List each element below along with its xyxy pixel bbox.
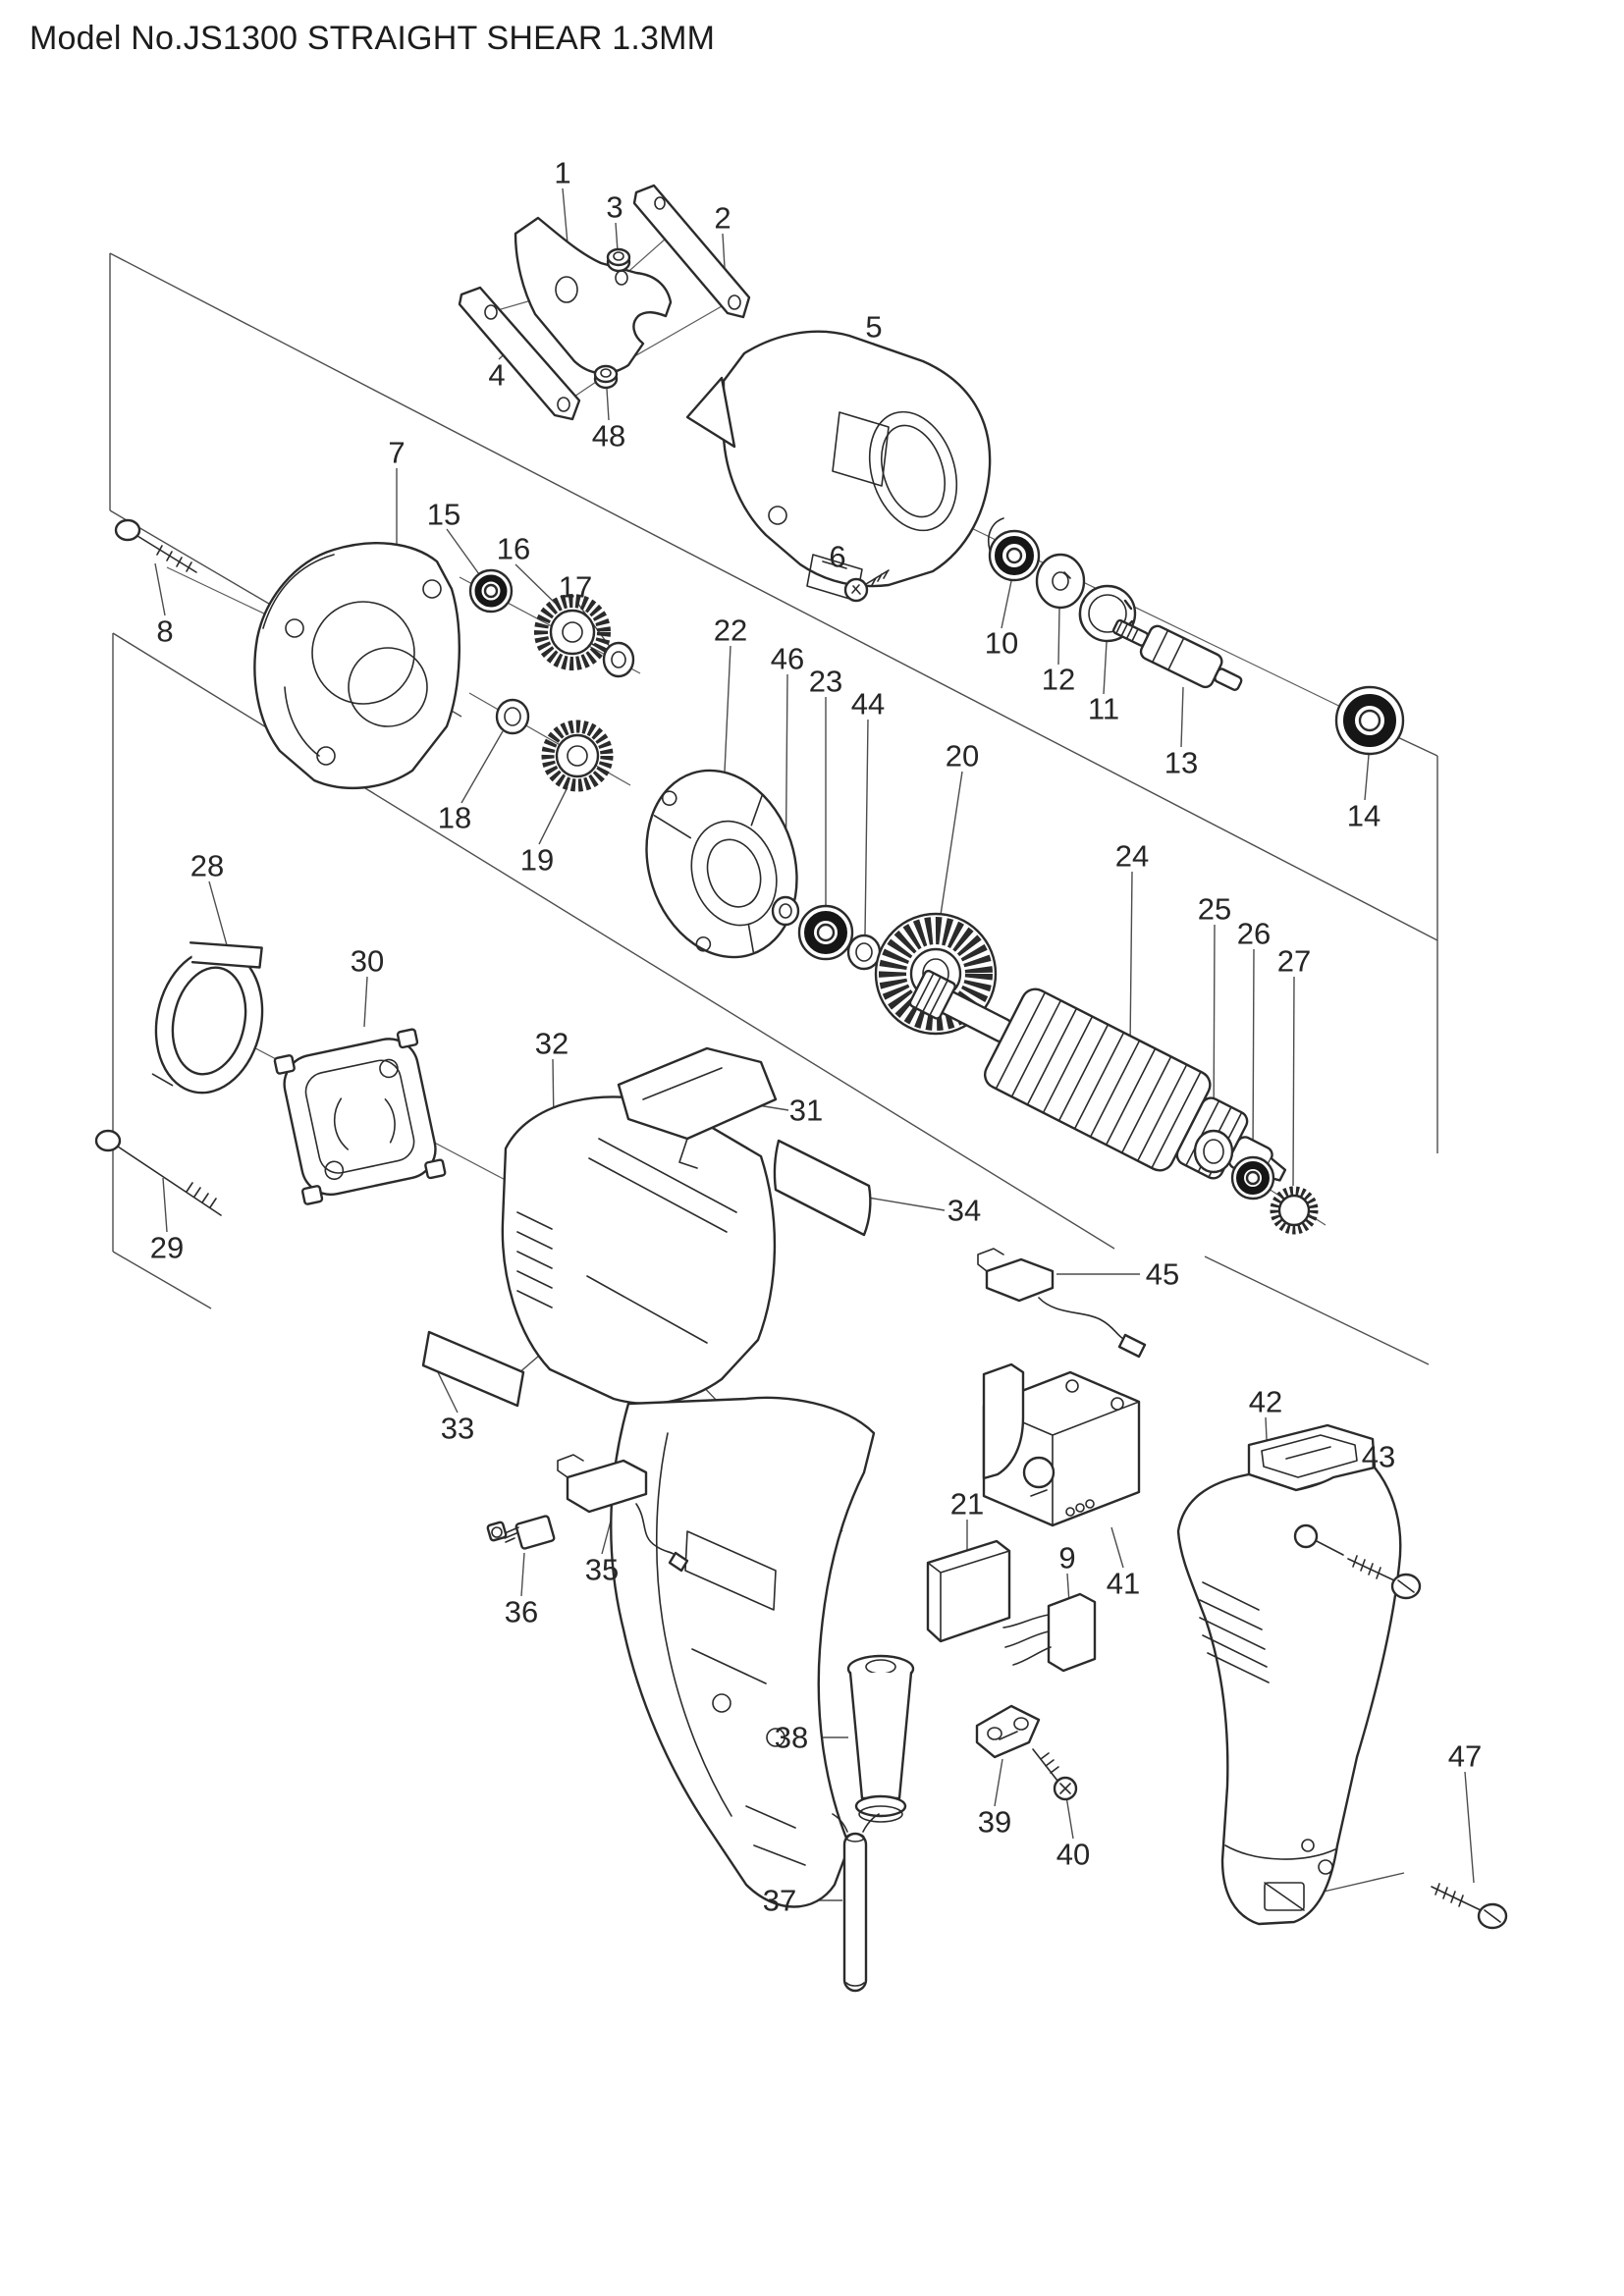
callout-17: 17 bbox=[558, 569, 593, 605]
callout-20: 20 bbox=[945, 738, 980, 774]
part-screw-29 bbox=[94, 1129, 222, 1216]
part-bearing-26 bbox=[1230, 1155, 1275, 1201]
part-baffle-ring-28 bbox=[151, 941, 264, 1095]
part-spacer-48 bbox=[593, 364, 619, 390]
callout-40: 40 bbox=[1056, 1837, 1091, 1872]
callout-36: 36 bbox=[504, 1594, 539, 1629]
part-screw-43 bbox=[1347, 1555, 1422, 1600]
callout-33: 33 bbox=[440, 1411, 475, 1446]
callout-39: 39 bbox=[977, 1804, 1012, 1840]
callout-14: 14 bbox=[1346, 798, 1381, 833]
callout-5: 5 bbox=[865, 309, 883, 345]
part-side-blade-2 bbox=[632, 184, 751, 319]
callout-18: 18 bbox=[437, 800, 472, 835]
part-bearing-23 bbox=[797, 904, 854, 961]
part-bearing-retainer-22 bbox=[645, 769, 798, 959]
part-washer-44 bbox=[846, 934, 882, 971]
callout-32: 32 bbox=[534, 1026, 569, 1061]
callout-45: 45 bbox=[1145, 1256, 1180, 1292]
callout-21: 21 bbox=[949, 1486, 985, 1522]
part-motor-housing-32 bbox=[501, 1095, 876, 1908]
page-title: Model No.JS1300 STRAIGHT SHEAR 1.3MM bbox=[29, 20, 716, 57]
part-side-blade-4 bbox=[458, 286, 581, 421]
callout-42: 42 bbox=[1248, 1384, 1283, 1419]
callout-4: 4 bbox=[488, 357, 506, 393]
part-washer-12 bbox=[1035, 553, 1086, 610]
callout-38: 38 bbox=[774, 1720, 809, 1755]
part-gear-16 bbox=[534, 594, 615, 670]
callout-27: 27 bbox=[1276, 943, 1312, 979]
part-washer-17 bbox=[602, 641, 635, 678]
part-switch-41 bbox=[982, 1362, 1141, 1527]
part-screw-6 bbox=[843, 569, 890, 603]
callout-34: 34 bbox=[947, 1193, 982, 1228]
callout-22: 22 bbox=[713, 613, 748, 648]
part-name-plate-33 bbox=[421, 1330, 525, 1408]
callout-37: 37 bbox=[762, 1883, 797, 1918]
callout-46: 46 bbox=[770, 641, 805, 676]
part-bearing-15 bbox=[468, 568, 514, 614]
callout-6: 6 bbox=[829, 539, 846, 574]
part-shear-head-5 bbox=[685, 330, 992, 602]
callout-29: 29 bbox=[149, 1230, 185, 1265]
callout-12: 12 bbox=[1041, 662, 1076, 697]
callout-10: 10 bbox=[984, 625, 1019, 661]
part-cord-clamp-39 bbox=[975, 1704, 1041, 1759]
part-brush-holder-35 bbox=[557, 1454, 689, 1573]
callout-2: 2 bbox=[714, 200, 731, 236]
part-screw-8 bbox=[114, 518, 197, 573]
callout-41: 41 bbox=[1106, 1566, 1141, 1601]
part-cord-37 bbox=[832, 1813, 880, 1993]
part-rubber-ring-27 bbox=[1270, 1186, 1319, 1235]
callout-1: 1 bbox=[554, 155, 571, 190]
callout-15: 15 bbox=[426, 497, 461, 532]
part-terminal-9 bbox=[1002, 1592, 1097, 1673]
callout-13: 13 bbox=[1164, 745, 1199, 780]
callout-28: 28 bbox=[189, 848, 225, 883]
part-washer-46 bbox=[771, 895, 800, 927]
callout-24: 24 bbox=[1114, 838, 1150, 874]
callout-31: 31 bbox=[788, 1093, 824, 1128]
callout-48: 48 bbox=[591, 418, 626, 454]
callout-44: 44 bbox=[850, 686, 886, 721]
part-field-30 bbox=[273, 1028, 447, 1205]
callout-19: 19 bbox=[519, 842, 555, 878]
part-center-blade-1 bbox=[514, 216, 673, 375]
part-carbon-brush-36 bbox=[486, 1515, 556, 1550]
part-screw-40 bbox=[1032, 1748, 1078, 1801]
callout-11: 11 bbox=[1087, 691, 1120, 726]
part-screw-47 bbox=[1431, 1883, 1508, 1930]
part-cap-31 bbox=[617, 1046, 778, 1169]
part-bearing-10 bbox=[988, 517, 1041, 582]
callout-3: 3 bbox=[606, 189, 623, 225]
callout-47: 47 bbox=[1447, 1738, 1483, 1774]
part-condenser-21 bbox=[926, 1539, 1011, 1643]
part-gear-housing-7 bbox=[253, 542, 460, 789]
callout-16: 16 bbox=[496, 531, 531, 566]
callout-43: 43 bbox=[1361, 1439, 1396, 1474]
callout-8: 8 bbox=[156, 614, 174, 649]
part-brush-holder-cap-45 bbox=[977, 1248, 1147, 1359]
part-spacer-3 bbox=[606, 247, 631, 273]
part-eccentric-shaft-13 bbox=[1111, 618, 1243, 691]
callout-25: 25 bbox=[1197, 891, 1232, 927]
part-gear-19 bbox=[541, 720, 614, 792]
part-label-plate-34 bbox=[773, 1139, 872, 1237]
part-washer-25 bbox=[1193, 1129, 1234, 1174]
callout-35: 35 bbox=[584, 1552, 620, 1587]
callout-26: 26 bbox=[1236, 916, 1272, 951]
part-cord-guard-38 bbox=[846, 1654, 915, 1823]
callout-23: 23 bbox=[808, 664, 843, 699]
callout-30: 30 bbox=[350, 943, 385, 979]
part-washer-18 bbox=[495, 698, 530, 735]
callout-9: 9 bbox=[1058, 1540, 1076, 1575]
callout-7: 7 bbox=[388, 435, 406, 470]
part-handle-cover-42 bbox=[1176, 1423, 1402, 1926]
part-bearing-14 bbox=[1334, 685, 1405, 756]
